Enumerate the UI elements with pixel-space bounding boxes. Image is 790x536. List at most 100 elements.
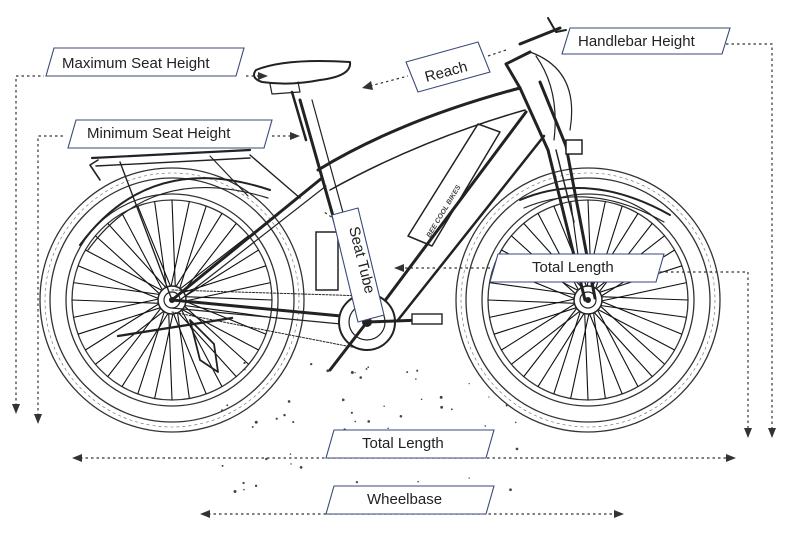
sketch-dot [275, 417, 278, 420]
sketch-dot [243, 361, 246, 365]
sketch-dot [354, 371, 356, 374]
sketch-dot [254, 484, 258, 488]
sketch-dot [233, 490, 237, 493]
sketch-dot [289, 453, 292, 455]
wheel-spoke [137, 307, 167, 395]
label-wheelbase: Wheelbase [325, 485, 495, 515]
label-reach: Reach [405, 41, 491, 93]
sketch-dot [350, 411, 353, 414]
sketch-dot [450, 408, 453, 411]
wheel-spoke [71, 299, 163, 304]
wheel-spoke [107, 304, 164, 377]
label-handlebar-height: Handlebar Height [561, 27, 731, 55]
sketch-dot [221, 464, 224, 467]
sketch-dot [468, 477, 470, 479]
wheel-spoke [489, 282, 580, 296]
wheel-spoke [177, 205, 207, 293]
sketch-dot [399, 414, 403, 418]
wheel-spoke [587, 309, 623, 395]
wheel-spoke [523, 304, 580, 377]
wheel-spoke [95, 235, 163, 297]
wheel-spoke [511, 308, 584, 365]
wheel-spoke [487, 299, 579, 304]
wheel-spoke [537, 309, 587, 387]
wheel-spoke [171, 199, 176, 291]
label-wheelbase-text: Wheelbase [367, 491, 442, 508]
wheel-spoke [493, 305, 581, 335]
sketch-dot [416, 369, 419, 372]
sketch-dot [299, 465, 303, 469]
label-handlebar-height-text: Handlebar Height [578, 33, 696, 50]
sketch-dot [251, 425, 254, 428]
label-maximum-seat-height-text: Maximum Seat Height [62, 55, 210, 72]
wheel-spoke [180, 223, 237, 296]
sketch-dot [265, 457, 268, 461]
wheel-spoke [175, 309, 237, 377]
wheel-spoke [501, 301, 579, 351]
sketch-dot [226, 404, 229, 407]
wheel-spoke [597, 296, 689, 301]
wheel-spoke [597, 282, 687, 303]
sketch-dot [260, 382, 262, 384]
wheel-spoke [107, 223, 169, 291]
label-total-length-bottom: Total Length [325, 429, 495, 459]
wheel-spoke [181, 296, 273, 301]
sketch-dot [242, 481, 245, 485]
wheel-spoke [168, 309, 173, 401]
wheel-spoke [597, 303, 665, 365]
sketch-dot [341, 398, 345, 402]
sketch-dot [484, 425, 487, 427]
wheel-spoke [181, 303, 249, 365]
sketch-dot [514, 421, 517, 424]
sketch-dot [367, 366, 370, 369]
label-total-length-right-text: Total Length [532, 259, 614, 276]
wheel-spoke [169, 201, 190, 291]
wheel-spoke [171, 309, 207, 395]
sketch-dot [415, 378, 417, 380]
sketch-dot [387, 427, 389, 429]
wheel-spoke [121, 309, 171, 387]
sketch-dot [292, 420, 295, 424]
sketch-dot [283, 413, 286, 417]
sketch-dot [355, 480, 359, 484]
sketch-dot [509, 488, 512, 492]
rear-wheel [39, 167, 305, 433]
sketch-dot [287, 400, 291, 403]
sketch-dot [488, 396, 490, 398]
sketch-dot [468, 382, 470, 385]
wheel-spoke [180, 304, 271, 318]
front-wheel [455, 167, 721, 433]
battery-brand-text: BEE COOL BIKES [426, 184, 463, 239]
sketch-dot [354, 420, 357, 423]
sketch-dot [505, 404, 508, 407]
wheel-spoke [173, 213, 223, 291]
sketch-dot [406, 371, 409, 374]
sketch-noise [220, 361, 519, 497]
wheel-spoke [154, 201, 168, 292]
sketch-dot [367, 420, 371, 423]
wheel-spoke [85, 301, 163, 351]
sketch-dot [310, 362, 313, 366]
sketch-dot [244, 368, 246, 371]
wheel-spoke [570, 309, 591, 399]
wheel-spoke [73, 297, 163, 318]
sketch-dot [365, 368, 368, 370]
wheel-spoke [595, 306, 639, 387]
wheel-spoke [176, 235, 249, 292]
sketch-dot [440, 405, 444, 409]
sketch-dot [420, 398, 423, 401]
sketch-dot [383, 405, 385, 407]
wheel-spoke [154, 309, 175, 399]
label-seat-tube: Seat Tube [331, 207, 385, 323]
sketch-dot [326, 369, 330, 373]
wheel-spoke [85, 249, 166, 293]
bike-frame: BEE COOL BIKES [79, 17, 671, 373]
sketch-dot [243, 488, 245, 491]
wheel-spoke [584, 309, 589, 401]
wheel-spoke [178, 307, 259, 351]
wheel-spoke [181, 282, 271, 303]
label-maximum-seat-height: Maximum Seat Height [45, 47, 245, 77]
wheel-spoke [591, 309, 653, 377]
wheel-spoke [121, 213, 165, 294]
wheel-spoke [95, 308, 168, 365]
